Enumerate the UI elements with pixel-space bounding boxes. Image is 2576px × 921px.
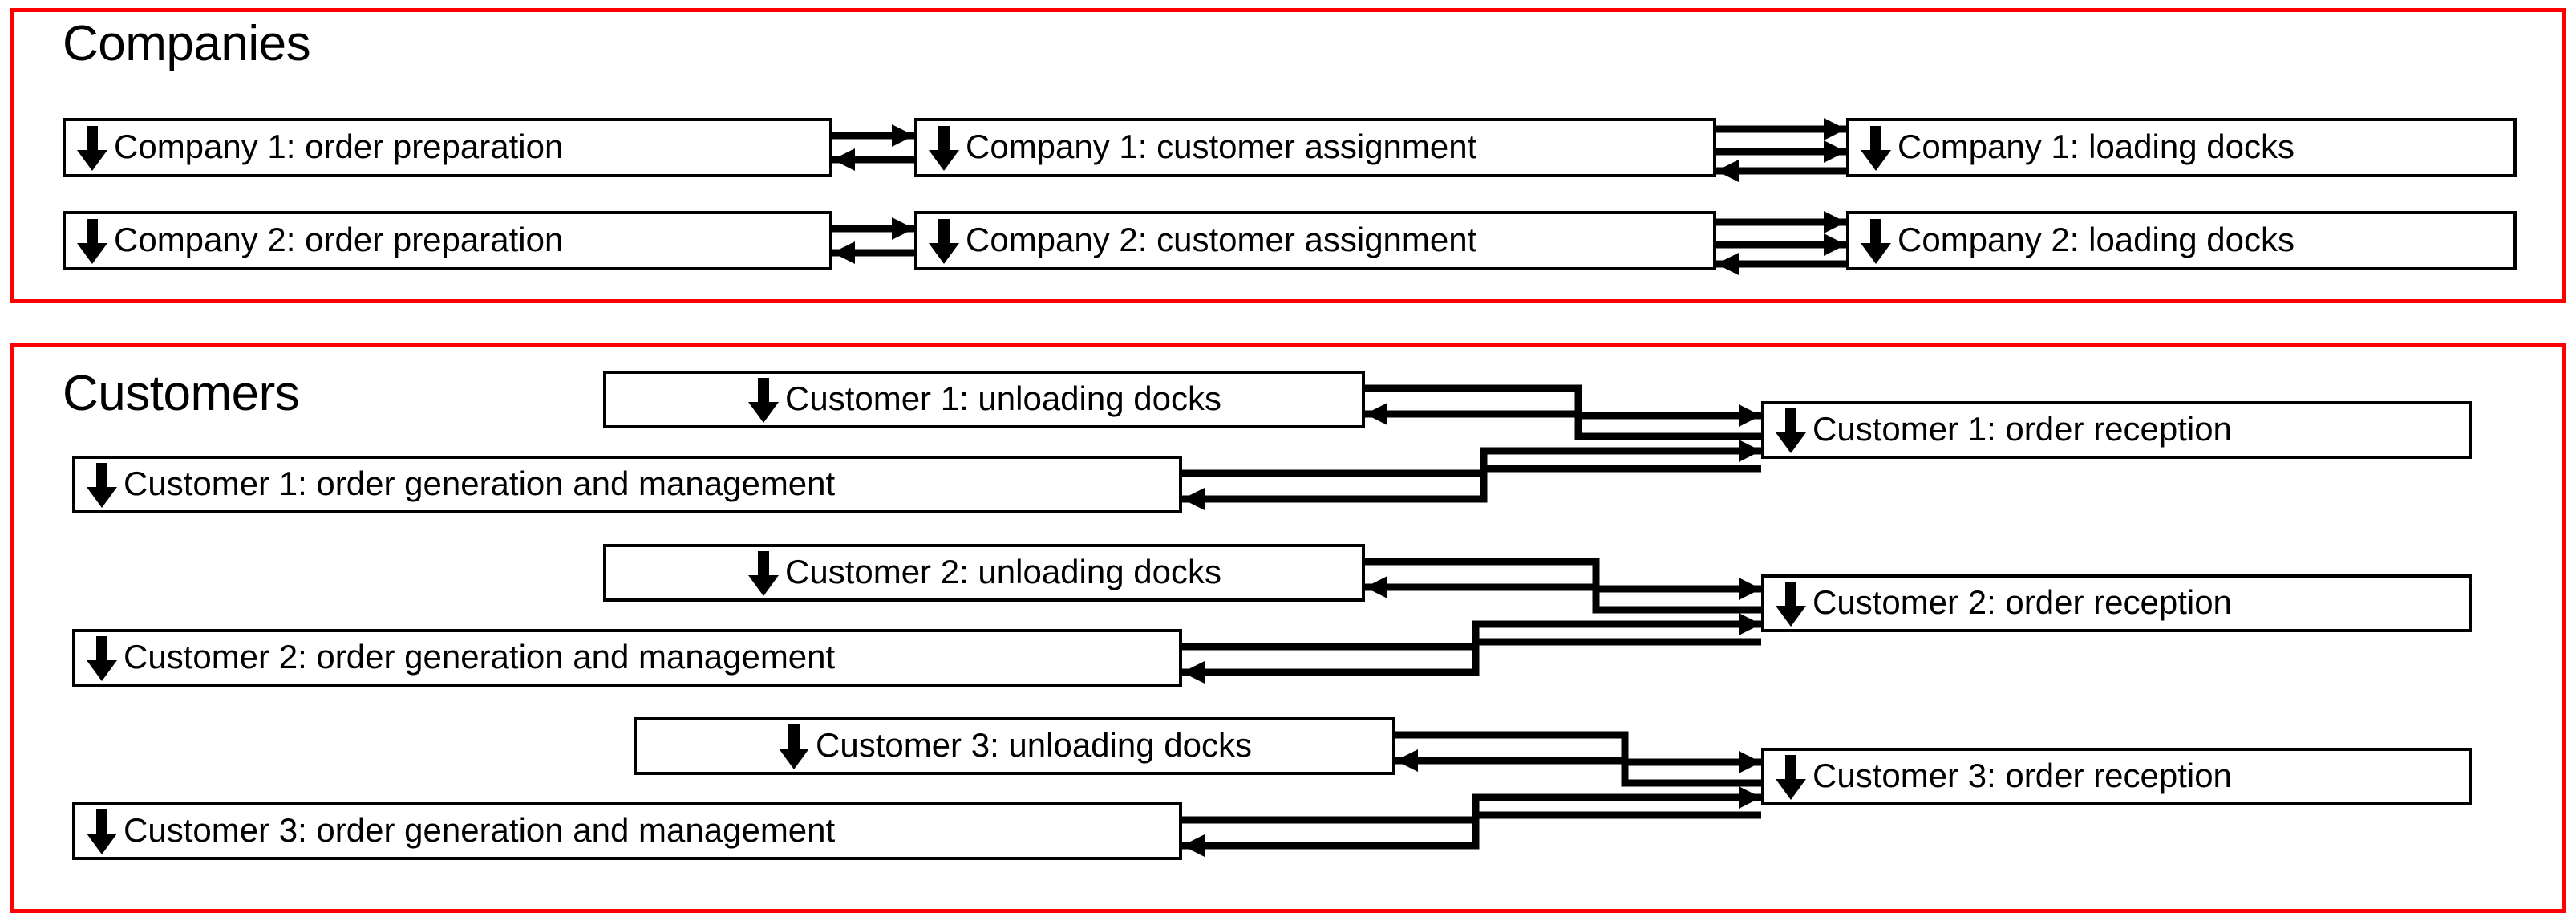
node-customer-1-order-generation[interactable]: Customer 1: order generation and managem… [72,456,1182,513]
down-arrow-icon [77,126,107,171]
down-arrow-icon [1861,126,1891,171]
node-label: Customer 2: order reception [1813,583,2232,621]
node-company-2-customer-assignment[interactable]: Company 2: customer assignment [914,211,1716,270]
node-company-1-customer-assignment[interactable]: Company 1: customer assignment [914,118,1716,177]
node-company-1-order-preparation[interactable]: Company 1: order preparation [63,118,832,177]
node-label: Company 2: loading docks [1898,221,2295,258]
node-label: Customer 2: unloading docks [785,553,1221,590]
node-label: Customer 3: order reception [1813,757,2232,794]
down-arrow-icon [929,219,959,264]
node-label: Company 2: customer assignment [966,221,1477,258]
node-customer-1-unloading-docks[interactable]: Customer 1: unloading docks [603,371,1365,428]
node-label: Customer 3: order generation and managem… [124,811,836,849]
node-label: Company 1: order preparation [114,128,564,165]
node-company-2-order-preparation[interactable]: Company 2: order preparation [63,211,832,270]
node-label: Customer 3: unloading docks [816,726,1252,764]
down-arrow-icon [77,219,107,264]
node-customer-3-unloading-docks[interactable]: Customer 3: unloading docks [634,717,1395,775]
companies-group-title: Companies [63,16,311,71]
down-arrow-icon [748,378,779,423]
down-arrow-icon [1776,755,1806,800]
down-arrow-icon [748,551,779,596]
node-label: Customer 2: order generation and managem… [124,638,836,676]
node-customer-3-order-generation[interactable]: Customer 3: order generation and managem… [72,802,1182,860]
node-customer-2-order-reception[interactable]: Customer 2: order reception [1761,574,2472,632]
down-arrow-icon [87,636,117,681]
down-arrow-icon [87,809,117,854]
node-label: Customer 1: unloading docks [785,379,1221,417]
node-label: Company 2: order preparation [114,221,564,258]
node-label: Customer 1: order generation and managem… [124,465,836,502]
node-customer-1-order-reception[interactable]: Customer 1: order reception [1761,401,2472,459]
down-arrow-icon [87,463,117,508]
down-arrow-icon [929,126,959,171]
node-company-2-loading-docks[interactable]: Company 2: loading docks [1846,211,2517,270]
down-arrow-icon [1776,582,1806,627]
node-customer-2-order-generation[interactable]: Customer 2: order generation and managem… [72,629,1182,687]
node-label: Company 1: loading docks [1898,128,2295,165]
node-label: Customer 1: order reception [1813,410,2232,448]
node-company-1-loading-docks[interactable]: Company 1: loading docks [1846,118,2517,177]
down-arrow-icon [779,724,809,769]
node-customer-3-order-reception[interactable]: Customer 3: order reception [1761,748,2472,805]
down-arrow-icon [1776,408,1806,453]
node-customer-2-unloading-docks[interactable]: Customer 2: unloading docks [603,544,1365,602]
down-arrow-icon [1861,219,1891,264]
node-label: Company 1: customer assignment [966,128,1477,165]
customers-group-title: Customers [63,366,300,421]
